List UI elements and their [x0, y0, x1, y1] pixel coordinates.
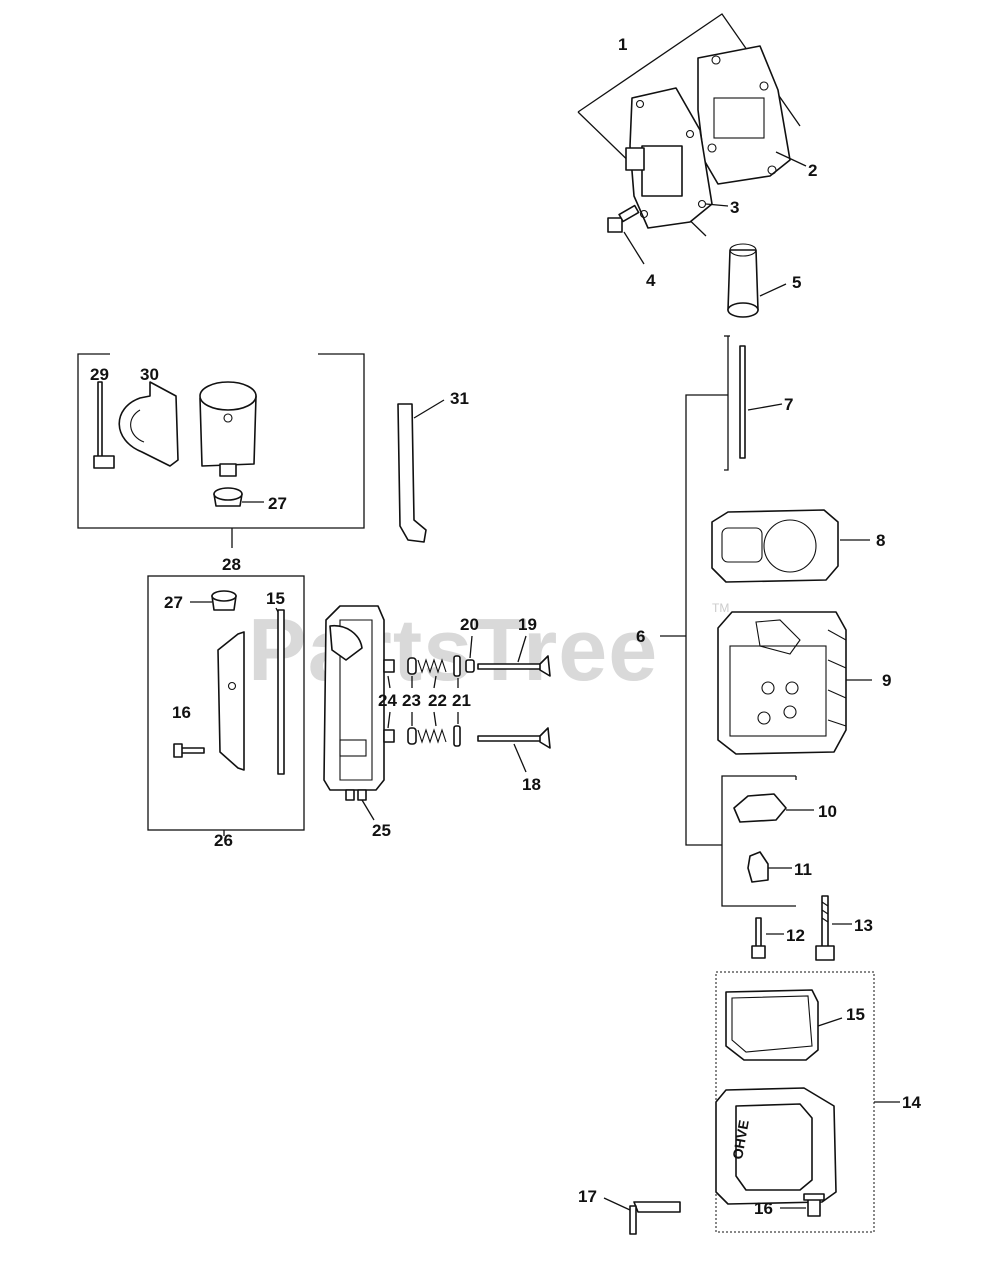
part-18-intake-valve[interactable] — [477, 727, 551, 749]
part-2-cover-plate[interactable] — [697, 45, 791, 185]
valve-cover[interactable]: OHVE — [715, 1087, 837, 1205]
callout-16: 16 — [754, 1199, 773, 1218]
part-7-push-rod[interactable] — [739, 345, 746, 459]
callout-26: 26 — [214, 831, 233, 850]
callout-8: 8 — [876, 531, 885, 550]
watermark-tm: TM — [712, 601, 729, 615]
callout-31: 31 — [450, 389, 469, 408]
callout-4: 4 — [646, 271, 656, 290]
part-25-cylinder-block[interactable] — [323, 605, 385, 801]
watermark-brand: PartsTree — [248, 600, 658, 699]
callout-23: 23 — [402, 691, 421, 710]
part-15-side-gasket[interactable] — [277, 609, 285, 775]
part-29-screw[interactable] — [93, 381, 115, 469]
part-9-cylinder-head[interactable] — [717, 611, 847, 755]
callout-3: 3 — [730, 198, 739, 217]
part-15-cover-gasket[interactable] — [725, 989, 819, 1061]
callout-20: 20 — [460, 615, 479, 634]
cover-stamp: OHVE — [729, 1119, 752, 1161]
part-30-strap[interactable] — [118, 381, 179, 467]
callout-1: 1 — [618, 35, 627, 54]
callout-15-side: 15 — [266, 589, 285, 608]
callout-24: 24 — [378, 691, 397, 710]
callout-30: 30 — [140, 365, 159, 384]
part-10-rocker-arm[interactable] — [733, 793, 787, 823]
part-12-bolt[interactable] — [751, 917, 766, 959]
valve-seals[interactable] — [453, 655, 461, 747]
part-31-breather-hose[interactable] — [397, 403, 427, 543]
valve-springs[interactable] — [417, 658, 447, 744]
part-27-grommet-lower[interactable] — [211, 590, 237, 611]
side-cover-plate[interactable] — [217, 631, 245, 771]
part-16-plate-screw[interactable] — [173, 743, 205, 758]
callout-27-lower: 27 — [164, 593, 183, 612]
valve-spring-caps[interactable] — [407, 657, 417, 745]
callout-17: 17 — [578, 1187, 597, 1206]
callout-27: 27 — [268, 494, 287, 513]
callout-11: 11 — [794, 860, 812, 879]
part-27-grommet[interactable] — [213, 487, 243, 507]
part-4-screw[interactable] — [607, 204, 640, 233]
callout-7: 7 — [784, 395, 793, 414]
callout-9: 9 — [882, 671, 891, 690]
part-11-rocker-pivot[interactable] — [747, 851, 769, 883]
valve-keepers[interactable] — [383, 659, 395, 743]
part-19-exhaust-valve[interactable] — [477, 655, 551, 677]
callout-29: 29 — [90, 365, 109, 384]
callout-5: 5 — [792, 273, 801, 292]
callout-22: 22 — [428, 691, 447, 710]
callout-6: 6 — [636, 627, 645, 646]
callout-16-upper: 16 — [172, 703, 191, 722]
callout-21: 21 — [452, 691, 471, 710]
callout-14: 14 — [902, 1093, 921, 1112]
callout-28: 28 — [222, 555, 241, 574]
callout-2: 2 — [808, 161, 817, 180]
part-17-bracket[interactable] — [629, 1201, 681, 1235]
part-5-valve-lifter[interactable] — [727, 243, 759, 318]
callout-15: 15 — [846, 1005, 865, 1024]
callout-12: 12 — [786, 926, 805, 945]
valve-cover-group — [577, 13, 801, 237]
callout-18: 18 — [522, 775, 541, 794]
callout-13: 13 — [854, 916, 873, 935]
part-16-cover-screw[interactable] — [803, 1193, 825, 1217]
callout-10: 10 — [818, 802, 837, 821]
part-13-head-bolt[interactable] — [815, 895, 835, 961]
part-20-seal[interactable] — [465, 659, 475, 673]
callout-19: 19 — [518, 615, 537, 634]
callout-25: 25 — [372, 821, 391, 840]
breather-canister[interactable] — [199, 381, 257, 477]
part-8-head-gasket[interactable] — [711, 509, 839, 583]
